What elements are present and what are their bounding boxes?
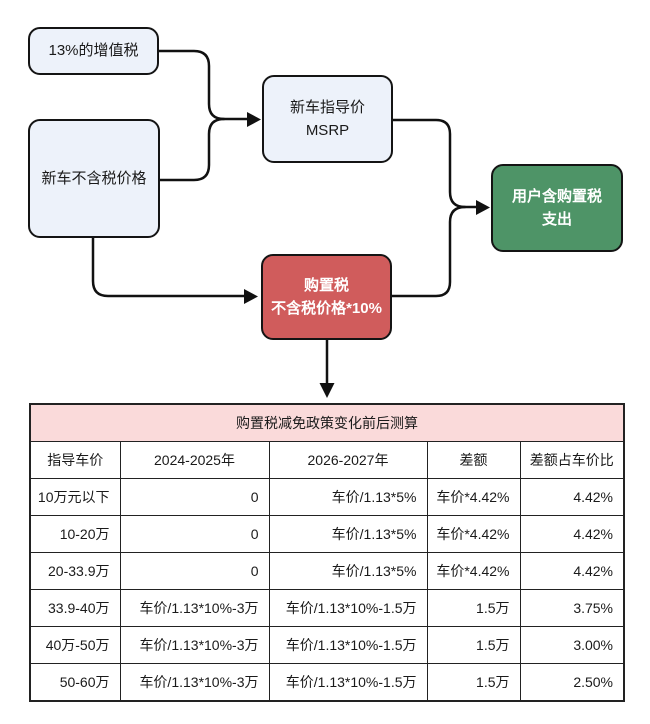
- table-row-label: 10-20万: [29, 515, 121, 553]
- table-cell: 车价*4.42%: [426, 515, 521, 553]
- table-cell: 4.42%: [519, 552, 625, 590]
- arrow-msrp-to-user: [391, 118, 478, 209]
- node-user-cost: 用户含购置税 支出: [491, 164, 623, 252]
- table-cell: 1.5万: [426, 589, 521, 627]
- table-header-cell: 2024-2025年: [119, 441, 270, 479]
- table-cell: 3.00%: [519, 626, 625, 664]
- arrowhead-table: [319, 383, 335, 398]
- table-header-cell: 2026-2027年: [268, 441, 428, 479]
- table-cell: 0: [119, 552, 270, 590]
- arrow-pretax-to-msrp: [158, 117, 226, 182]
- table-cell: 车价/1.13*10%-3万: [119, 626, 270, 664]
- node-purchase-tax: 购置税 不含税价格*10%: [261, 254, 392, 340]
- table-cell: 车价/1.13*10%-3万: [119, 663, 270, 702]
- table-title: 购置税减免政策变化前后测算: [29, 403, 625, 442]
- arrow-vat-to-msrp: [157, 49, 250, 121]
- table-cell: 车价*4.42%: [426, 552, 521, 590]
- table-cell: 车价/1.13*5%: [268, 552, 428, 590]
- table-cell: 3.75%: [519, 589, 625, 627]
- table-row-label: 10万元以下: [29, 478, 121, 516]
- table-cell: 车价/1.13*10%-3万: [119, 589, 270, 627]
- arrow-pretax-to-tax: [91, 236, 246, 298]
- table-row-label: 50-60万: [29, 663, 121, 702]
- table-cell: 车价/1.13*10%-1.5万: [268, 626, 428, 664]
- table-row-label: 40万-50万: [29, 626, 121, 664]
- arrowhead-user: [476, 200, 490, 215]
- table-cell: 1.5万: [426, 626, 521, 664]
- table-cell: 车价/1.13*5%: [268, 478, 428, 516]
- arrow-tax-to-user: [390, 205, 467, 298]
- table-cell: 1.5万: [426, 663, 521, 702]
- table-cell: 0: [119, 515, 270, 553]
- table-header-cell: 指导车价: [29, 441, 121, 479]
- table-cell: 2.50%: [519, 663, 625, 702]
- table-cell: 车价/1.13*10%-1.5万: [268, 663, 428, 702]
- table-cell: 4.42%: [519, 478, 625, 516]
- node-vat-13-percent: 13%的增值税: [28, 27, 159, 75]
- table-cell: 车价/1.13*10%-1.5万: [268, 589, 428, 627]
- table-header-cell: 差额占车价比: [519, 441, 625, 479]
- table-row-label: 33.9-40万: [29, 589, 121, 627]
- table-cell: 0: [119, 478, 270, 516]
- node-msrp: 新车指导价 MSRP: [262, 75, 393, 163]
- table-cell: 4.42%: [519, 515, 625, 553]
- table-row-label: 20-33.9万: [29, 552, 121, 590]
- arrowhead-tax: [244, 289, 258, 304]
- node-pretax-price: 新车不含税价格: [28, 119, 160, 238]
- table-cell: 车价/1.13*5%: [268, 515, 428, 553]
- arrowhead-msrp: [247, 112, 261, 127]
- table-header-cell: 差额: [426, 441, 521, 479]
- table-cell: 车价*4.42%: [426, 478, 521, 516]
